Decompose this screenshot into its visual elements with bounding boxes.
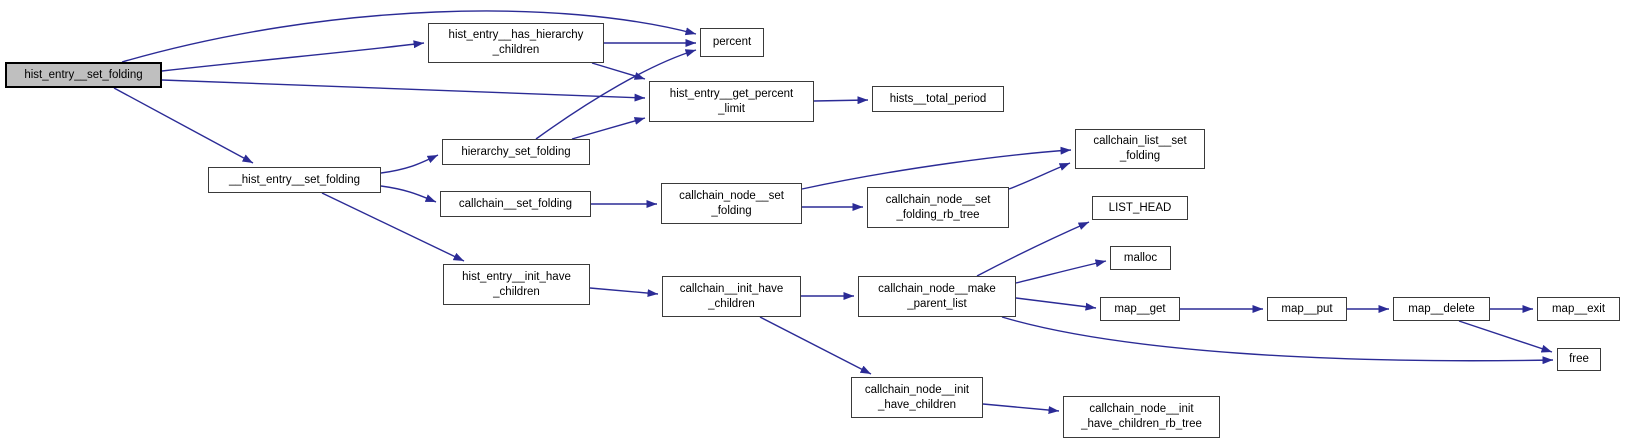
node-hist_entry__has_hierarchy_children[interactable]: hist_entry__has_hierarchy _children (428, 23, 604, 63)
edge-__hist_entry__set_folding-to-callchain__set_folding (380, 185, 437, 203)
edge-callchain__init_have_children-to-callchain_node__init_have_children (759, 316, 872, 375)
node-__hist_entry__set_folding[interactable]: __hist_entry__set_folding (208, 167, 381, 193)
node-label-line: callchain__init_have (679, 282, 784, 295)
node-hist_entry__get_percent_limit[interactable]: hist_entry__get_percent _limit (649, 81, 814, 122)
node-label-line: callchain_node__set (679, 189, 784, 202)
node-label-line: map__put (1281, 302, 1333, 315)
node-label-line: _folding (1119, 150, 1161, 162)
edge-hierarchy_set_folding-to-hist_entry__get_percent_limit (571, 117, 646, 140)
node-label-line: map__exit (1551, 302, 1606, 315)
node-map__exit[interactable]: map__exit (1537, 297, 1620, 321)
node-label-line: LIST_HEAD (1108, 201, 1172, 214)
edge-callchain_node__make_parent_list-to-free (1001, 316, 1554, 365)
node-callchain__set_folding[interactable]: callchain__set_folding (440, 191, 591, 217)
node-label-line: hist_entry__has_hierarchy (448, 29, 584, 41)
node-callchain_node__init_have_children[interactable]: callchain_node__init _have_children (851, 377, 983, 418)
edge-hist_entry__get_percent_limit-to-hists__total_period (813, 96, 869, 105)
node-free[interactable]: free (1557, 348, 1601, 371)
edge-hist_entry__set_folding-to-__hist_entry__set_folding (113, 87, 254, 164)
node-map__get[interactable]: map__get (1100, 297, 1180, 321)
node-label-line: percent (712, 36, 752, 48)
edge-map__delete-to-free (1458, 320, 1553, 353)
node-label-line: _limit (718, 102, 745, 115)
node-label-line: callchain_node__make (878, 282, 996, 295)
node-map__delete[interactable]: map__delete (1393, 297, 1490, 321)
node-label-line: hierarchy_set_folding (461, 145, 571, 158)
node-malloc[interactable]: malloc (1110, 246, 1171, 270)
node-label-line: __hist_entry__set_folding (228, 173, 361, 186)
node-callchain_node__make_parent_list[interactable]: callchain_node__make _parent_list (858, 276, 1016, 317)
node-LIST_HEAD[interactable]: LIST_HEAD (1092, 196, 1188, 220)
node-callchain__init_have_children[interactable]: callchain__init_have _children (662, 276, 801, 317)
node-label-line: _folding (711, 204, 752, 217)
node-label-line: map__get (1114, 302, 1166, 315)
node-map__put[interactable]: map__put (1267, 297, 1347, 321)
node-label-line: map__delete (1408, 302, 1475, 315)
node-label-line: _children (493, 285, 540, 298)
node-hists__total_period[interactable]: hists__total_period (872, 86, 1004, 112)
node-label-line: _have_children_rb_tree (1081, 418, 1202, 430)
node-label-line: free (1569, 353, 1589, 365)
node-label-line: callchain_list__set (1093, 135, 1187, 147)
node-label-line: malloc (1123, 251, 1158, 264)
edge-callchain_node__set_folding-to-callchain_list__set_folding (801, 146, 1072, 190)
node-label-line: _folding_rb_tree (896, 208, 980, 221)
edge-callchain_node__set_folding_rb_tree-to-callchain_list__set_folding (1008, 162, 1071, 190)
node-callchain_list__set_folding[interactable]: callchain_list__set _folding (1075, 129, 1205, 169)
node-label-line: callchain_node__set (885, 193, 991, 206)
edge-callchain_node__make_parent_list-to-map__get (1015, 297, 1097, 311)
edge-callchain_node__make_parent_list-to-LIST_HEAD (976, 221, 1090, 277)
edge-callchain_node__make_parent_list-to-malloc (1015, 259, 1107, 284)
node-callchain_node__init_have_children_rb_tree[interactable]: callchain_node__init _have_children_rb_tr… (1063, 396, 1220, 438)
node-callchain_node__set_folding_rb_tree[interactable]: callchain_node__set _folding_rb_tree (867, 187, 1009, 228)
edge-hist_entry__set_folding-to-hist_entry__get_percent_limit (161, 79, 646, 102)
edge-hist_entry__init_have_children-to-callchain__init_have_children (589, 287, 659, 298)
edge-hist_entry__set_folding-to-hist_entry__has_hierarchy_children (161, 40, 425, 72)
node-hierarchy_set_folding[interactable]: hierarchy_set_folding (442, 139, 590, 165)
node-label-line: hist_entry__set_folding (24, 68, 143, 81)
edge-hist_entry__has_hierarchy_children-to-hist_entry__get_percent_limit (591, 62, 646, 80)
edge-__hist_entry__set_folding-to-hierarchy_set_folding (380, 154, 439, 174)
node-label-line: hists__total_period (889, 92, 987, 105)
node-label-line: _have_children (877, 398, 956, 411)
node-label-line: _children (492, 44, 540, 56)
edge-callchain_node__init_have_children-to-callchain_node__init_have_children_rb_tree (982, 403, 1060, 415)
node-label-line: hist_entry__init_have (462, 270, 571, 283)
edge-hist_entry__set_folding-to-percent (121, 10, 697, 63)
node-hist_entry__set_folding: hist_entry__set_folding (5, 62, 162, 88)
node-percent[interactable]: percent (700, 28, 764, 57)
edge-hierarchy_set_folding-to-percent (535, 49, 697, 140)
node-label-line: callchain_node__init (1089, 403, 1194, 415)
edge-__hist_entry__set_folding-to-hist_entry__init_have_children (321, 192, 465, 262)
node-label-line: _children (708, 297, 755, 310)
node-label-line: _parent_list (907, 297, 967, 310)
node-label-line: hist_entry__get_percent (669, 87, 794, 100)
node-label-line: callchain__set_folding (458, 197, 573, 210)
node-callchain_node__set_folding[interactable]: callchain_node__set _folding (661, 183, 802, 224)
node-hist_entry__init_have_children[interactable]: hist_entry__init_have _children (443, 264, 590, 305)
node-label-line: callchain_node__init (864, 383, 970, 396)
